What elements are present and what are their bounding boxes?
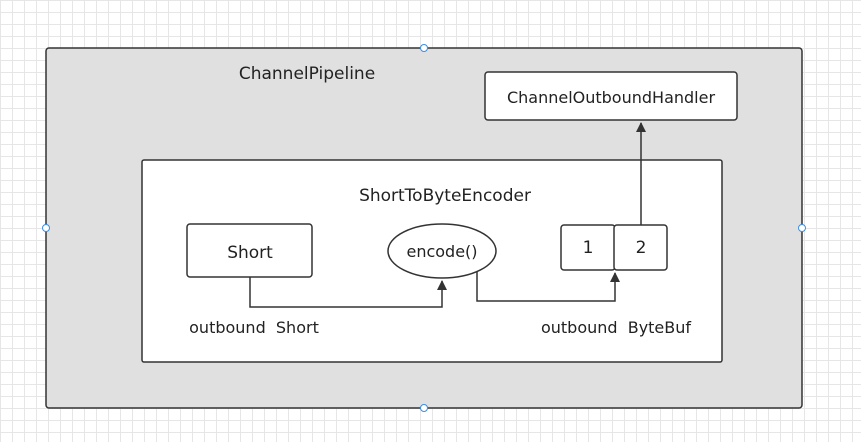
outbound-handler-label: ChannelOutboundHandler	[507, 88, 716, 107]
caption-outbound-short: outbound Short	[189, 318, 319, 337]
selection-handle-bottom[interactable]	[420, 404, 428, 412]
outbound-handler-box[interactable]	[484, 71, 738, 121]
arrow-short-to-encode[interactable]	[249, 277, 447, 308]
encode-label: encode()	[406, 242, 477, 261]
selection-handle-top[interactable]	[420, 44, 428, 52]
caption-outbound-bytebuf: outbound ByteBuf	[541, 318, 691, 337]
pipeline-label: ChannelPipeline	[239, 64, 375, 84]
encode-ellipse[interactable]	[387, 223, 497, 279]
buffer-cell-1-label: 1	[583, 238, 594, 258]
selection-handle-right[interactable]	[798, 224, 806, 232]
short-box-label: Short	[227, 243, 273, 263]
buffer-cell-2-label: 2	[636, 238, 647, 258]
encoder-label: ShortToByteEncoder	[359, 186, 531, 206]
arrow-encode-to-bytebuf[interactable]	[476, 272, 620, 302]
selection-handle-left[interactable]	[42, 224, 50, 232]
